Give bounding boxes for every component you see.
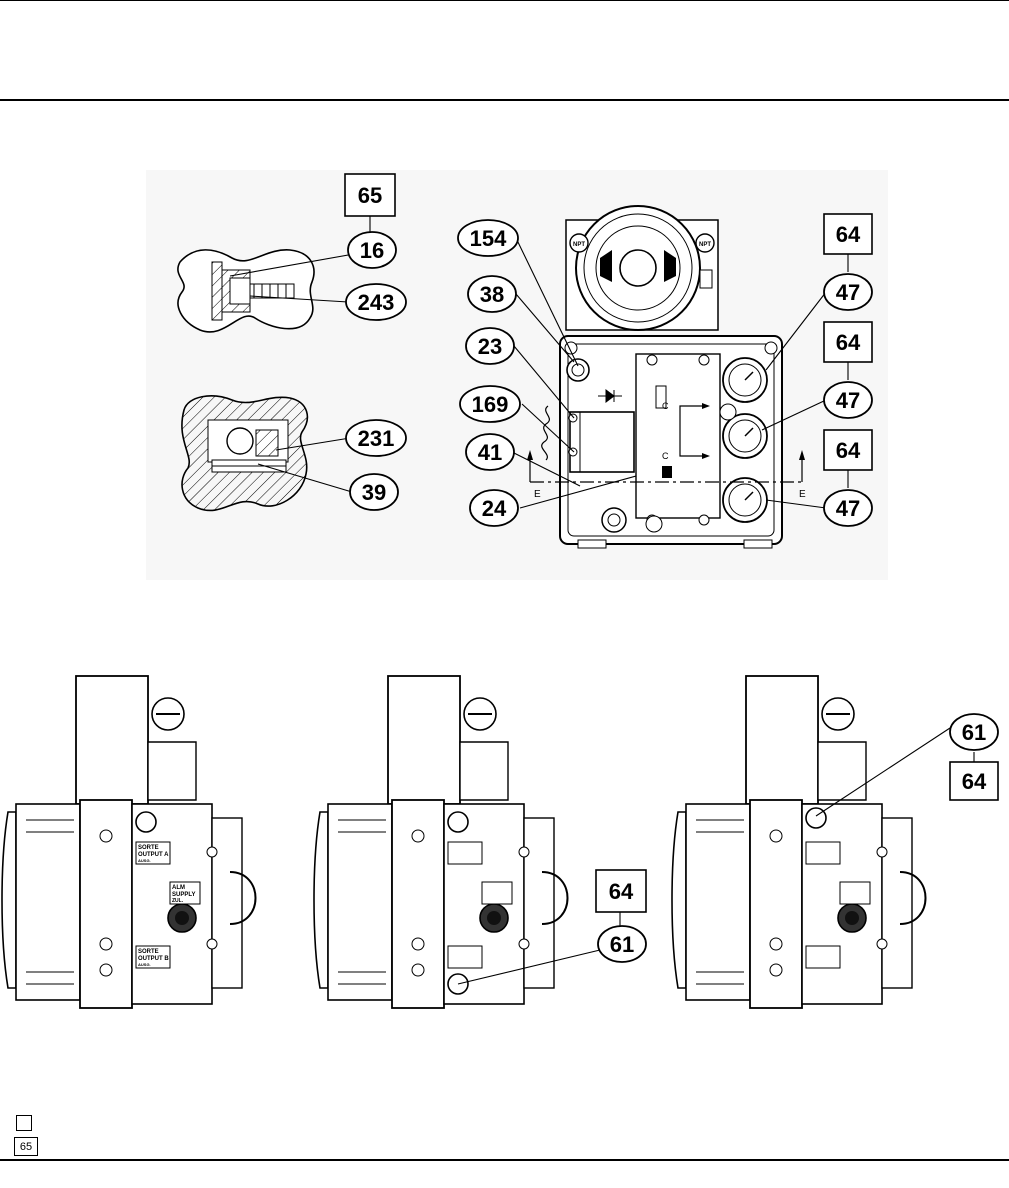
valve-ball (226, 427, 254, 455)
callout-169: 169 (472, 392, 509, 417)
kit-label-64-b: 64 (836, 330, 861, 355)
port-sorte-b: SORTE (138, 949, 159, 955)
callout-47-c: 47 (836, 496, 860, 521)
callout-61-b: 61 (962, 720, 986, 745)
callout-oval-231 (345, 419, 407, 457)
callout-23: 23 (478, 334, 502, 359)
port-sorte-a: SORTE (138, 845, 159, 851)
callout-oval-47-a (823, 273, 873, 311)
section-c-top: C (662, 401, 669, 411)
callout-41: 41 (478, 440, 502, 465)
port-ausg-b: AUSG. (138, 962, 151, 967)
callout-oval-47-b (823, 381, 873, 419)
port-output-b: OUTPUT B (138, 956, 169, 962)
port-output-a: OUTPUT A (138, 852, 169, 858)
callout-154: 154 (470, 226, 507, 251)
kit-box-65 (344, 173, 396, 217)
port-supply: SUPPLY (172, 892, 195, 898)
callout-oval-61-b (949, 713, 999, 751)
port-ausg-a: AUSG. (138, 858, 151, 863)
callout-oval-154 (457, 219, 519, 257)
callout-243: 243 (358, 290, 395, 315)
callout-47-a: 47 (836, 280, 860, 305)
kit-box-64-b (823, 321, 873, 363)
legend-kit-box: 65 (14, 1137, 38, 1156)
callout-oval-23 (465, 327, 515, 365)
kit-label-64-d: 64 (609, 879, 634, 904)
port-zul: ZUL. (172, 898, 184, 904)
callout-oval-38 (467, 275, 517, 313)
footer-rule (0, 1159, 1009, 1161)
side-view-3 (671, 675, 927, 1009)
callout-oval-16 (347, 231, 397, 269)
detail-screw-cutout (177, 249, 315, 333)
kit-label-64-c: 64 (836, 438, 861, 463)
callout-61-a: 61 (610, 932, 634, 957)
kit-label-65: 65 (358, 183, 382, 208)
section-e-left: E (534, 489, 541, 500)
side-view-1 (1, 675, 257, 1009)
npt-label-right: NPT (699, 242, 711, 248)
kit-boxes (344, 173, 999, 913)
kit-box-64-a (823, 213, 873, 255)
header-rule (0, 99, 1009, 101)
kit-box-64-e (949, 761, 999, 801)
callout-231: 231 (358, 426, 395, 451)
callout-oval-243 (345, 283, 407, 321)
callout-oval-61-a (597, 925, 647, 963)
front-view-positioner (527, 205, 805, 549)
callout-16: 16 (360, 238, 384, 263)
callout-38: 38 (480, 282, 504, 307)
port-alm: ALM (172, 885, 185, 891)
detail-valve-section (181, 395, 309, 512)
kit-box-64-c (823, 429, 873, 471)
callout-47-b: 47 (836, 388, 860, 413)
callout-ovals (345, 219, 999, 963)
kit-label-64-a: 64 (836, 222, 861, 247)
callout-oval-24 (469, 489, 519, 527)
kit-label-64-e: 64 (962, 769, 987, 794)
callout-oval-47-c (823, 489, 873, 527)
callout-24: 24 (482, 496, 507, 521)
callout-oval-39 (349, 473, 399, 511)
kit-box-64-d (595, 869, 647, 913)
section-e-right: E (799, 489, 806, 500)
npt-label-left: NPT (573, 242, 585, 248)
callout-39: 39 (362, 480, 386, 505)
callout-oval-41 (465, 433, 515, 471)
callout-oval-169 (459, 385, 521, 423)
side-view-2 (313, 675, 569, 1009)
leader-lines (229, 216, 975, 985)
section-c-bottom: C (662, 451, 669, 461)
legend-empty-box (16, 1115, 32, 1131)
top-rule (0, 0, 1009, 1)
